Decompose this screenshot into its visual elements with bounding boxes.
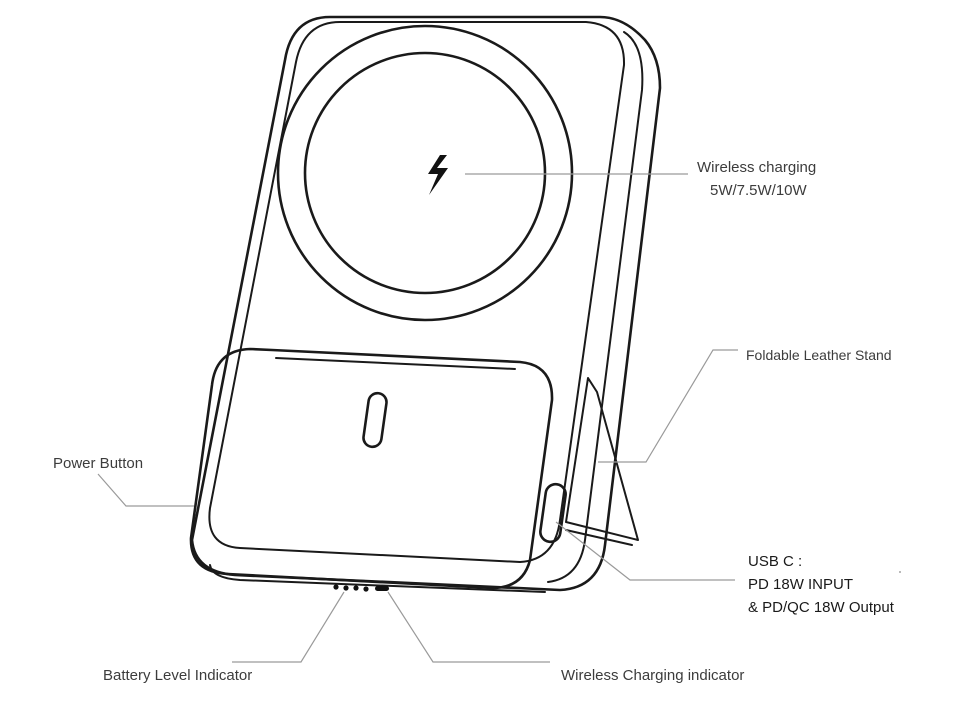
leather-stand (565, 377, 639, 541)
leather-stand-label: Foldable Leather Stand (746, 347, 892, 363)
usb-c-port (539, 482, 567, 544)
speck (899, 571, 901, 573)
leader-wireless-indicator (387, 591, 550, 663)
battery-indicator-label: Battery Level Indicator (103, 667, 253, 684)
usb-c-output-label: & PD/QC 18W Output (748, 599, 894, 616)
usb-c-input-label: PD 18W INPUT (748, 576, 854, 593)
lower-panel-inner-edge (275, 357, 516, 370)
lightning-bolt-icon (428, 155, 448, 195)
wireless-charging-led (375, 586, 389, 591)
leader-battery-indicator (232, 591, 345, 663)
power-button (362, 391, 388, 449)
battery-dot (343, 585, 349, 591)
leader-usb-c (555, 521, 735, 581)
power-button-label: Power Button (53, 455, 144, 472)
leader-leather-stand (598, 349, 738, 463)
battery-level-dots (333, 584, 369, 592)
wireless-coil-outer-ring (276, 24, 574, 322)
lower-panel (189, 347, 554, 590)
leather-stand-fold (565, 529, 633, 546)
wireless-indicator-label: Wireless Charging indicator (561, 667, 745, 684)
power-bank-outer-shell (190, 15, 662, 592)
power-bank-face-edge (208, 21, 626, 563)
leader-power-button (97, 473, 194, 507)
wireless-power-label: 5W/7.5W/10W (710, 182, 807, 199)
wireless-charging-label: Wireless charging (697, 159, 817, 176)
usb-c-title-label: USB C : (748, 553, 803, 570)
battery-dot (333, 584, 339, 590)
battery-dot (363, 586, 369, 592)
power-bank-bottom-edge (209, 564, 546, 593)
battery-dot (353, 585, 359, 591)
power-bank-side-edge (547, 31, 644, 583)
wireless-coil-inner-ring (303, 51, 547, 295)
